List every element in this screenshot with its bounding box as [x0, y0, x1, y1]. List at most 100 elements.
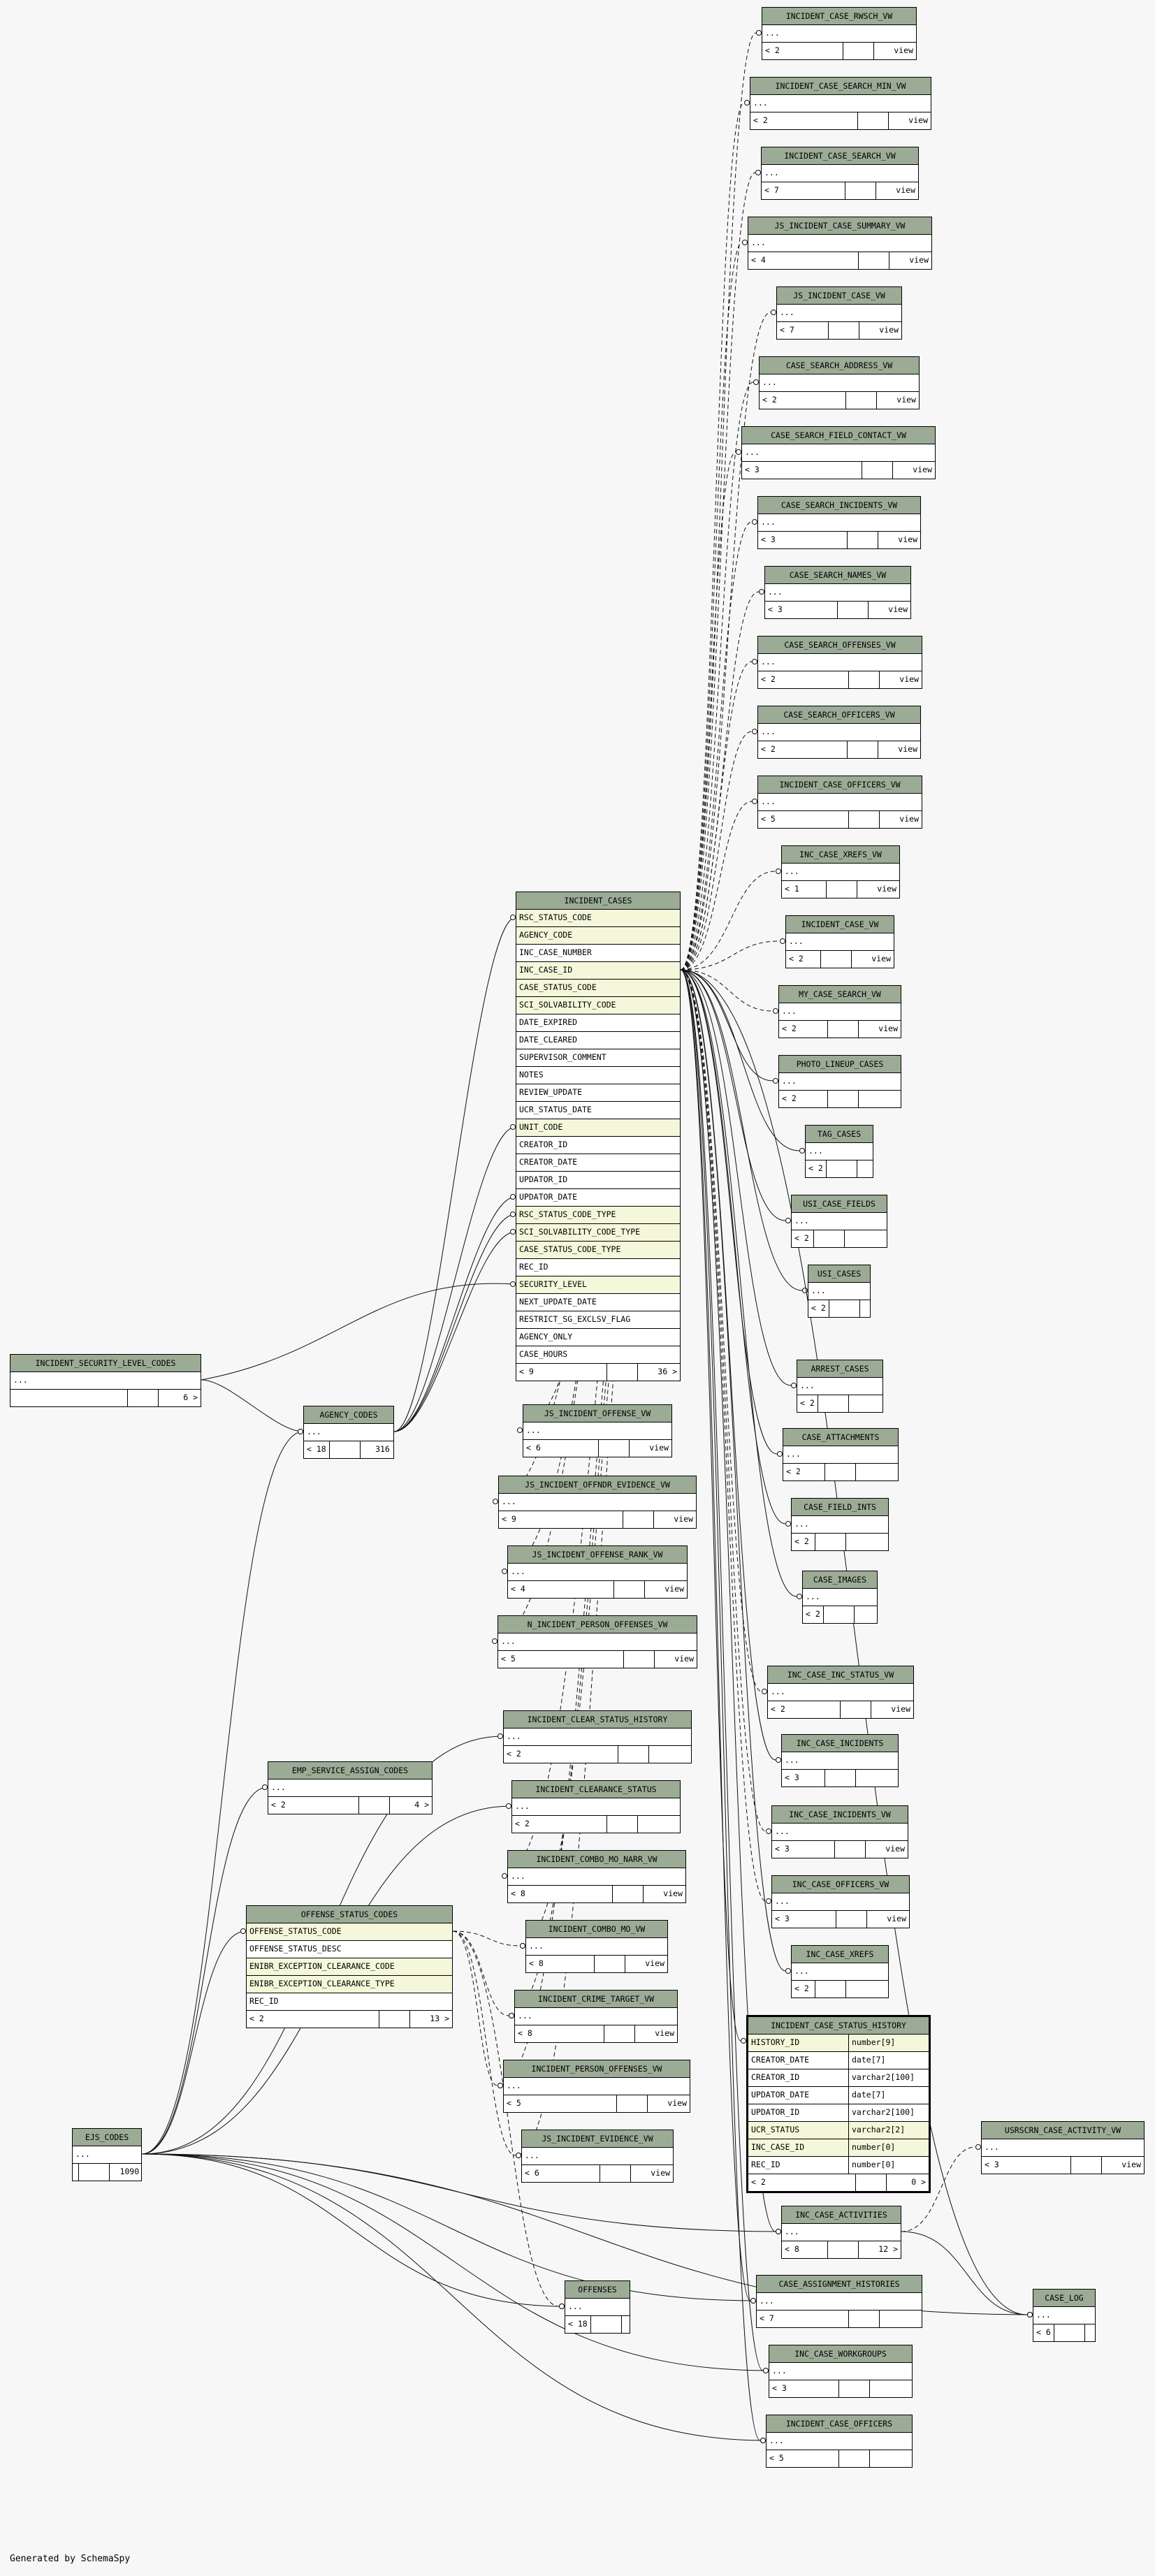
table-header[interactable]: CASE_SEARCH_OFFENSES_VW: [758, 636, 922, 654]
table-case-log[interactable]: CASE_LOG...< 6: [1033, 2289, 1096, 2342]
table-header[interactable]: CASE_SEARCH_FIELD_CONTACT_VW: [742, 427, 935, 444]
table-header[interactable]: CASE_SEARCH_OFFICERS_VW: [758, 706, 920, 724]
table-usi-cases[interactable]: USI_CASES...< 2: [808, 1265, 871, 1318]
table-incident-security-level-codes[interactable]: INCIDENT_SECURITY_LEVEL_CODES...6 >: [10, 1354, 201, 1407]
table-case-field-ints[interactable]: CASE_FIELD_INTS...< 2: [791, 1498, 889, 1551]
table-arrest-cases[interactable]: ARREST_CASES...< 2: [797, 1360, 883, 1413]
table-header[interactable]: INC_CASE_XREFS_VW: [782, 846, 899, 864]
table-header[interactable]: MY_CASE_SEARCH_VW: [779, 986, 901, 1003]
table-header[interactable]: INCIDENT_COMBO_MO_VW: [526, 1921, 667, 1938]
table-header[interactable]: ARREST_CASES: [797, 1360, 882, 1378]
table-header[interactable]: INCIDENT_CASE_SEARCH_MIN_VW: [750, 78, 931, 95]
table-header[interactable]: USI_CASES: [808, 1265, 870, 1283]
table-usi-case-fields[interactable]: USI_CASE_FIELDS...< 2: [791, 1195, 887, 1248]
table-photo-lineup-cases[interactable]: PHOTO_LINEUP_CASES...< 2: [778, 1055, 901, 1108]
table-header[interactable]: INC_CASE_INCIDENTS: [782, 1735, 898, 1752]
table-header[interactable]: INCIDENT_SECURITY_LEVEL_CODES: [10, 1355, 201, 1372]
table-header[interactable]: CASE_LOG: [1033, 2290, 1095, 2307]
table-header[interactable]: JS_INCIDENT_CASE_VW: [777, 287, 901, 305]
table-header[interactable]: USRSCRN_CASE_ACTIVITY_VW: [982, 2122, 1144, 2139]
table-header[interactable]: CASE_IMAGES: [803, 1571, 877, 1589]
table-header[interactable]: TAG_CASES: [806, 1126, 873, 1143]
table-offenses[interactable]: OFFENSES...< 1839 >: [565, 2280, 630, 2334]
table-header[interactable]: INC_CASE_ACTIVITIES: [782, 2206, 901, 2224]
table-header[interactable]: N_INCIDENT_PERSON_OFFENSES_VW: [498, 1616, 697, 1633]
table-header[interactable]: JS_INCIDENT_OFFNDR_EVIDENCE_VW: [499, 1476, 696, 1494]
table-inc-case-xrefs[interactable]: INC_CASE_XREFS...< 2: [791, 1945, 889, 1998]
table-header[interactable]: INC_CASE_INCIDENTS_VW: [772, 1806, 908, 1824]
table-header[interactable]: INCIDENT_CASE_OFFICERS_VW: [758, 776, 922, 794]
table-header[interactable]: CASE_SEARCH_INCIDENTS_VW: [758, 497, 920, 514]
table-header[interactable]: JS_INCIDENT_OFFENSE_RANK_VW: [508, 1546, 687, 1564]
table-ejs-codes[interactable]: EJS_CODES...1090 >: [72, 2128, 142, 2181]
table-tag-cases[interactable]: TAG_CASES...< 2: [805, 1125, 873, 1178]
table-header[interactable]: INCIDENT_CASE_SEARCH_VW: [762, 147, 918, 165]
table-header[interactable]: INCIDENT_CASE_STATUS_HISTORY: [748, 2017, 929, 2035]
table-header[interactable]: EJS_CODES: [73, 2129, 141, 2146]
table-header[interactable]: INC_CASE_XREFS: [792, 1946, 888, 1963]
table-header[interactable]: OFFENSE_STATUS_CODES: [247, 1906, 452, 1923]
table-header[interactable]: INCIDENT_CASE_OFFICERS: [767, 2415, 912, 2433]
table-header[interactable]: JS_INCIDENT_CASE_SUMMARY_VW: [748, 217, 931, 235]
table-case-images[interactable]: CASE_IMAGES...< 2: [802, 1571, 878, 1624]
table-header[interactable]: CASE_ASSIGNMENT_HISTORIES: [757, 2276, 922, 2293]
table-case-attachments[interactable]: CASE_ATTACHMENTS...< 2: [783, 1428, 899, 1481]
table-header[interactable]: INC_CASE_INC_STATUS_VW: [768, 1666, 913, 1684]
table-header[interactable]: CASE_SEARCH_ADDRESS_VW: [760, 357, 919, 374]
table-header[interactable]: INCIDENT_CASE_RWSCH_VW: [762, 8, 916, 25]
table-header[interactable]: PHOTO_LINEUP_CASES: [779, 1056, 901, 1073]
table-header[interactable]: INCIDENT_PERSON_OFFENSES_VW: [504, 2060, 690, 2078]
table-header[interactable]: CASE_SEARCH_NAMES_VW: [765, 567, 910, 584]
table-header[interactable]: CASE_ATTACHMENTS: [783, 1429, 898, 1446]
table-inc-case-incidents[interactable]: INC_CASE_INCIDENTS...< 3: [781, 1734, 899, 1787]
table-header[interactable]: INCIDENT_CASES: [516, 892, 680, 910]
table-header[interactable]: INC_CASE_OFFICERS_VW: [772, 1876, 909, 1893]
table-header[interactable]: INCIDENT_CASE_VW: [786, 916, 894, 933]
table-incident-clearance-status[interactable]: INCIDENT_CLEARANCE_STATUS...< 2: [511, 1780, 681, 1833]
table-incident-clear-status-history[interactable]: INCIDENT_CLEAR_STATUS_HISTORY...< 2: [503, 1710, 692, 1763]
table-header[interactable]: INCIDENT_CLEAR_STATUS_HISTORY: [504, 1711, 691, 1729]
table-header[interactable]: INC_CASE_WORKGROUPS: [769, 2345, 912, 2363]
table-header[interactable]: OFFENSES: [565, 2281, 630, 2299]
table-header[interactable]: USI_CASE_FIELDS: [792, 1195, 887, 1213]
table-inc-case-workgroups[interactable]: INC_CASE_WORKGROUPS...< 3: [769, 2345, 913, 2398]
table-header[interactable]: INCIDENT_CRIME_TARGET_VW: [515, 1991, 677, 2008]
table-header[interactable]: EMP_SERVICE_ASSIGN_CODES: [268, 1762, 432, 1780]
table-header[interactable]: INCIDENT_COMBO_MO_NARR_VW: [508, 1851, 685, 1868]
table-header[interactable]: JS_INCIDENT_EVIDENCE_VW: [522, 2130, 673, 2148]
table-header[interactable]: JS_INCIDENT_OFFENSE_VW: [523, 1405, 671, 1422]
table-case-assignment-histories[interactable]: CASE_ASSIGNMENT_HISTORIES...< 7: [756, 2275, 922, 2328]
table-header[interactable]: AGENCY_CODES: [304, 1406, 393, 1424]
